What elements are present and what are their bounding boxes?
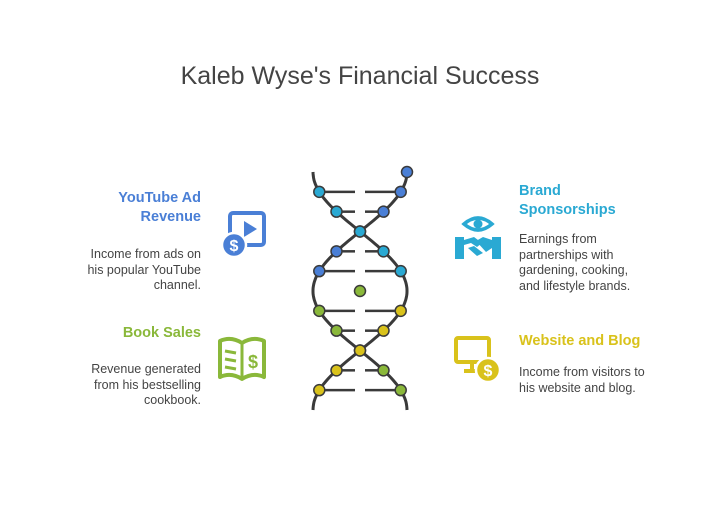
helix-node — [313, 185, 326, 199]
helix-node — [330, 324, 343, 337]
description-line: gardening, cooking, — [519, 263, 629, 277]
helix-node — [313, 304, 326, 318]
description-line: his website and blog. — [519, 380, 636, 395]
helix-node — [377, 245, 390, 258]
youtube-ad-revenue-heading: YouTube Ad Revenue — [60, 189, 201, 227]
helix-node — [353, 344, 367, 357]
heading-line: Brand — [519, 183, 561, 199]
handshake-eye-icon — [455, 216, 501, 259]
helix-node — [394, 185, 407, 199]
book-sales-description: Revenue generated from his bestselling c… — [60, 362, 201, 409]
description-line: channel. — [153, 278, 201, 292]
heading-line: Book Sales — [122, 325, 201, 341]
youtube-ad-revenue-block: YouTube Ad Revenue Income from ads on hi… — [60, 189, 201, 294]
page-title: Kaleb Wyse's Financial Success — [180, 62, 540, 90]
helix-node — [313, 264, 326, 278]
website-and-blog-heading: Website and Blog — [519, 332, 679, 351]
helix-node — [353, 284, 367, 298]
svg-text:$: $ — [248, 352, 258, 372]
description-line: Revenue generated — [91, 362, 201, 376]
description-line: Earnings from — [519, 232, 597, 246]
helix-node — [313, 383, 326, 397]
dna-helix-icon — [311, 165, 414, 411]
youtube-ad-revenue-description: Income from ads on his popular YouTube c… — [60, 247, 201, 294]
website-and-blog-description: Income from visitors to his website and … — [519, 365, 669, 396]
brand-sponsorships-description: Earnings from partnerships with gardenin… — [519, 232, 649, 294]
svg-text:$: $ — [230, 238, 239, 255]
helix-node — [377, 364, 390, 377]
heading-line: YouTube Ad — [118, 190, 201, 206]
helix-node — [353, 225, 367, 238]
helix-node — [377, 205, 390, 218]
heading-line: Revenue — [140, 209, 201, 225]
brand-sponsorships-block: Brand Sponsorships Earnings from partner… — [519, 182, 679, 294]
helix-node — [330, 245, 343, 258]
description-line: from his bestselling — [94, 377, 201, 392]
description-line: Income from ads on — [90, 247, 201, 261]
description-line: partnerships with — [519, 247, 614, 262]
heading-line: Sponsorships — [519, 202, 616, 218]
helix-node — [394, 264, 407, 278]
book-sales-heading: Book Sales — [60, 324, 201, 343]
video-dollar-icon: $ — [220, 211, 266, 259]
description-line: and lifestyle brands. — [519, 278, 631, 293]
website-and-blog-block: Website and Blog Income from visitors to… — [519, 332, 679, 396]
helix-node — [377, 324, 390, 337]
helix-node — [394, 383, 407, 397]
book-sales-block: Book Sales Revenue generated from his be… — [60, 324, 201, 409]
heading-line: Website and Blog — [519, 333, 641, 349]
helix-node — [400, 165, 414, 179]
svg-text:$: $ — [484, 363, 493, 380]
description-line: cookbook. — [144, 393, 201, 407]
monitor-dollar-icon: $ — [454, 336, 502, 384]
helix-node — [330, 205, 343, 218]
description-line: Income from visitors to — [519, 365, 645, 379]
description-line: his popular YouTube — [87, 262, 201, 277]
brand-sponsorships-heading: Brand Sponsorships — [519, 182, 679, 220]
helix-node — [394, 304, 407, 318]
helix-node — [330, 364, 343, 377]
book-dollar-icon: $ — [218, 336, 266, 381]
